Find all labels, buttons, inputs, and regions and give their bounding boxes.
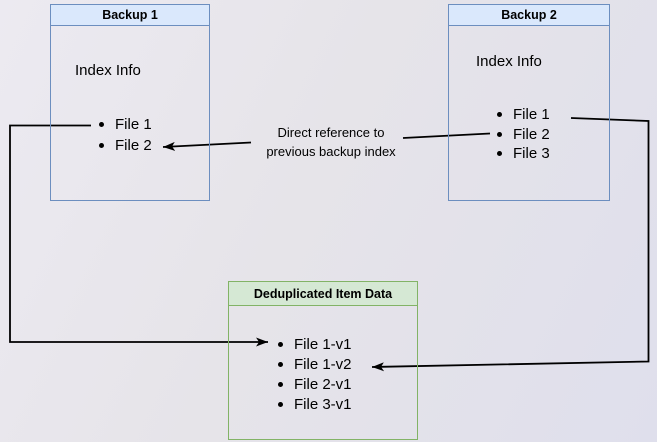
backup1-title: Backup 1 — [51, 5, 209, 26]
bullet-dot — [497, 112, 502, 118]
backup1-node[interactable]: Backup 1 Index Info File 1 File 2 — [50, 4, 210, 201]
bullet-dot — [278, 342, 283, 348]
file-label: File 2 — [115, 137, 152, 154]
list-item: File 1-v1 — [278, 335, 352, 355]
backup2-index-info-label: Index Info — [476, 53, 542, 70]
list-item: File 2-v1 — [278, 375, 352, 395]
bullet-dot — [497, 131, 502, 137]
list-item: File 2 — [99, 135, 152, 156]
backup2-file-list: File 1 File 2 File 3 — [497, 105, 550, 164]
list-item: File 3-v1 — [278, 394, 352, 414]
list-item: File 1-v2 — [278, 355, 352, 375]
backup2-node[interactable]: Backup 2 Index Info File 1 File 2 File 3 — [448, 4, 610, 201]
bullet-dot — [497, 151, 502, 157]
file-label: File 1-v1 — [294, 336, 352, 354]
edge-label-line1: Direct reference to — [277, 125, 385, 140]
edge-direct-reference-left-segment[interactable] — [162, 141, 252, 151]
bullet-dot — [278, 362, 283, 368]
bullet-dot — [278, 401, 283, 407]
list-item: File 2 — [497, 125, 550, 145]
edge-direct-reference-right-segment[interactable] — [402, 132, 491, 139]
list-item: File 3 — [497, 144, 550, 164]
file-label: File 3-v1 — [294, 395, 352, 413]
edge-label-line2: previous backup index — [266, 144, 396, 159]
bullet-dot — [278, 381, 283, 387]
file-label: File 1-v2 — [294, 356, 352, 374]
file-label: File 1 — [513, 106, 550, 124]
dedup-title: Deduplicated Item Data — [229, 282, 417, 306]
backup2-title: Backup 2 — [449, 5, 609, 26]
file-label: File 3 — [513, 145, 550, 163]
backup1-index-info-label: Index Info — [75, 62, 141, 79]
list-item: File 1 — [99, 114, 152, 135]
bullet-dot — [99, 143, 104, 148]
edge-label-direct-reference: Direct reference to previous backup inde… — [240, 123, 422, 161]
dedup-file-list: File 1-v1 File 1-v2 File 2-v1 File 3-v1 — [278, 335, 352, 414]
bullet-dot — [99, 122, 104, 127]
list-item: File 1 — [497, 105, 550, 125]
file-label: File 2-v1 — [294, 375, 352, 393]
deduplicated-item-data-node[interactable]: Deduplicated Item Data File 1-v1 File 1-… — [228, 281, 418, 440]
backup1-file-list: File 1 File 2 — [99, 114, 152, 156]
file-label: File 2 — [513, 125, 550, 143]
file-label: File 1 — [115, 116, 152, 133]
